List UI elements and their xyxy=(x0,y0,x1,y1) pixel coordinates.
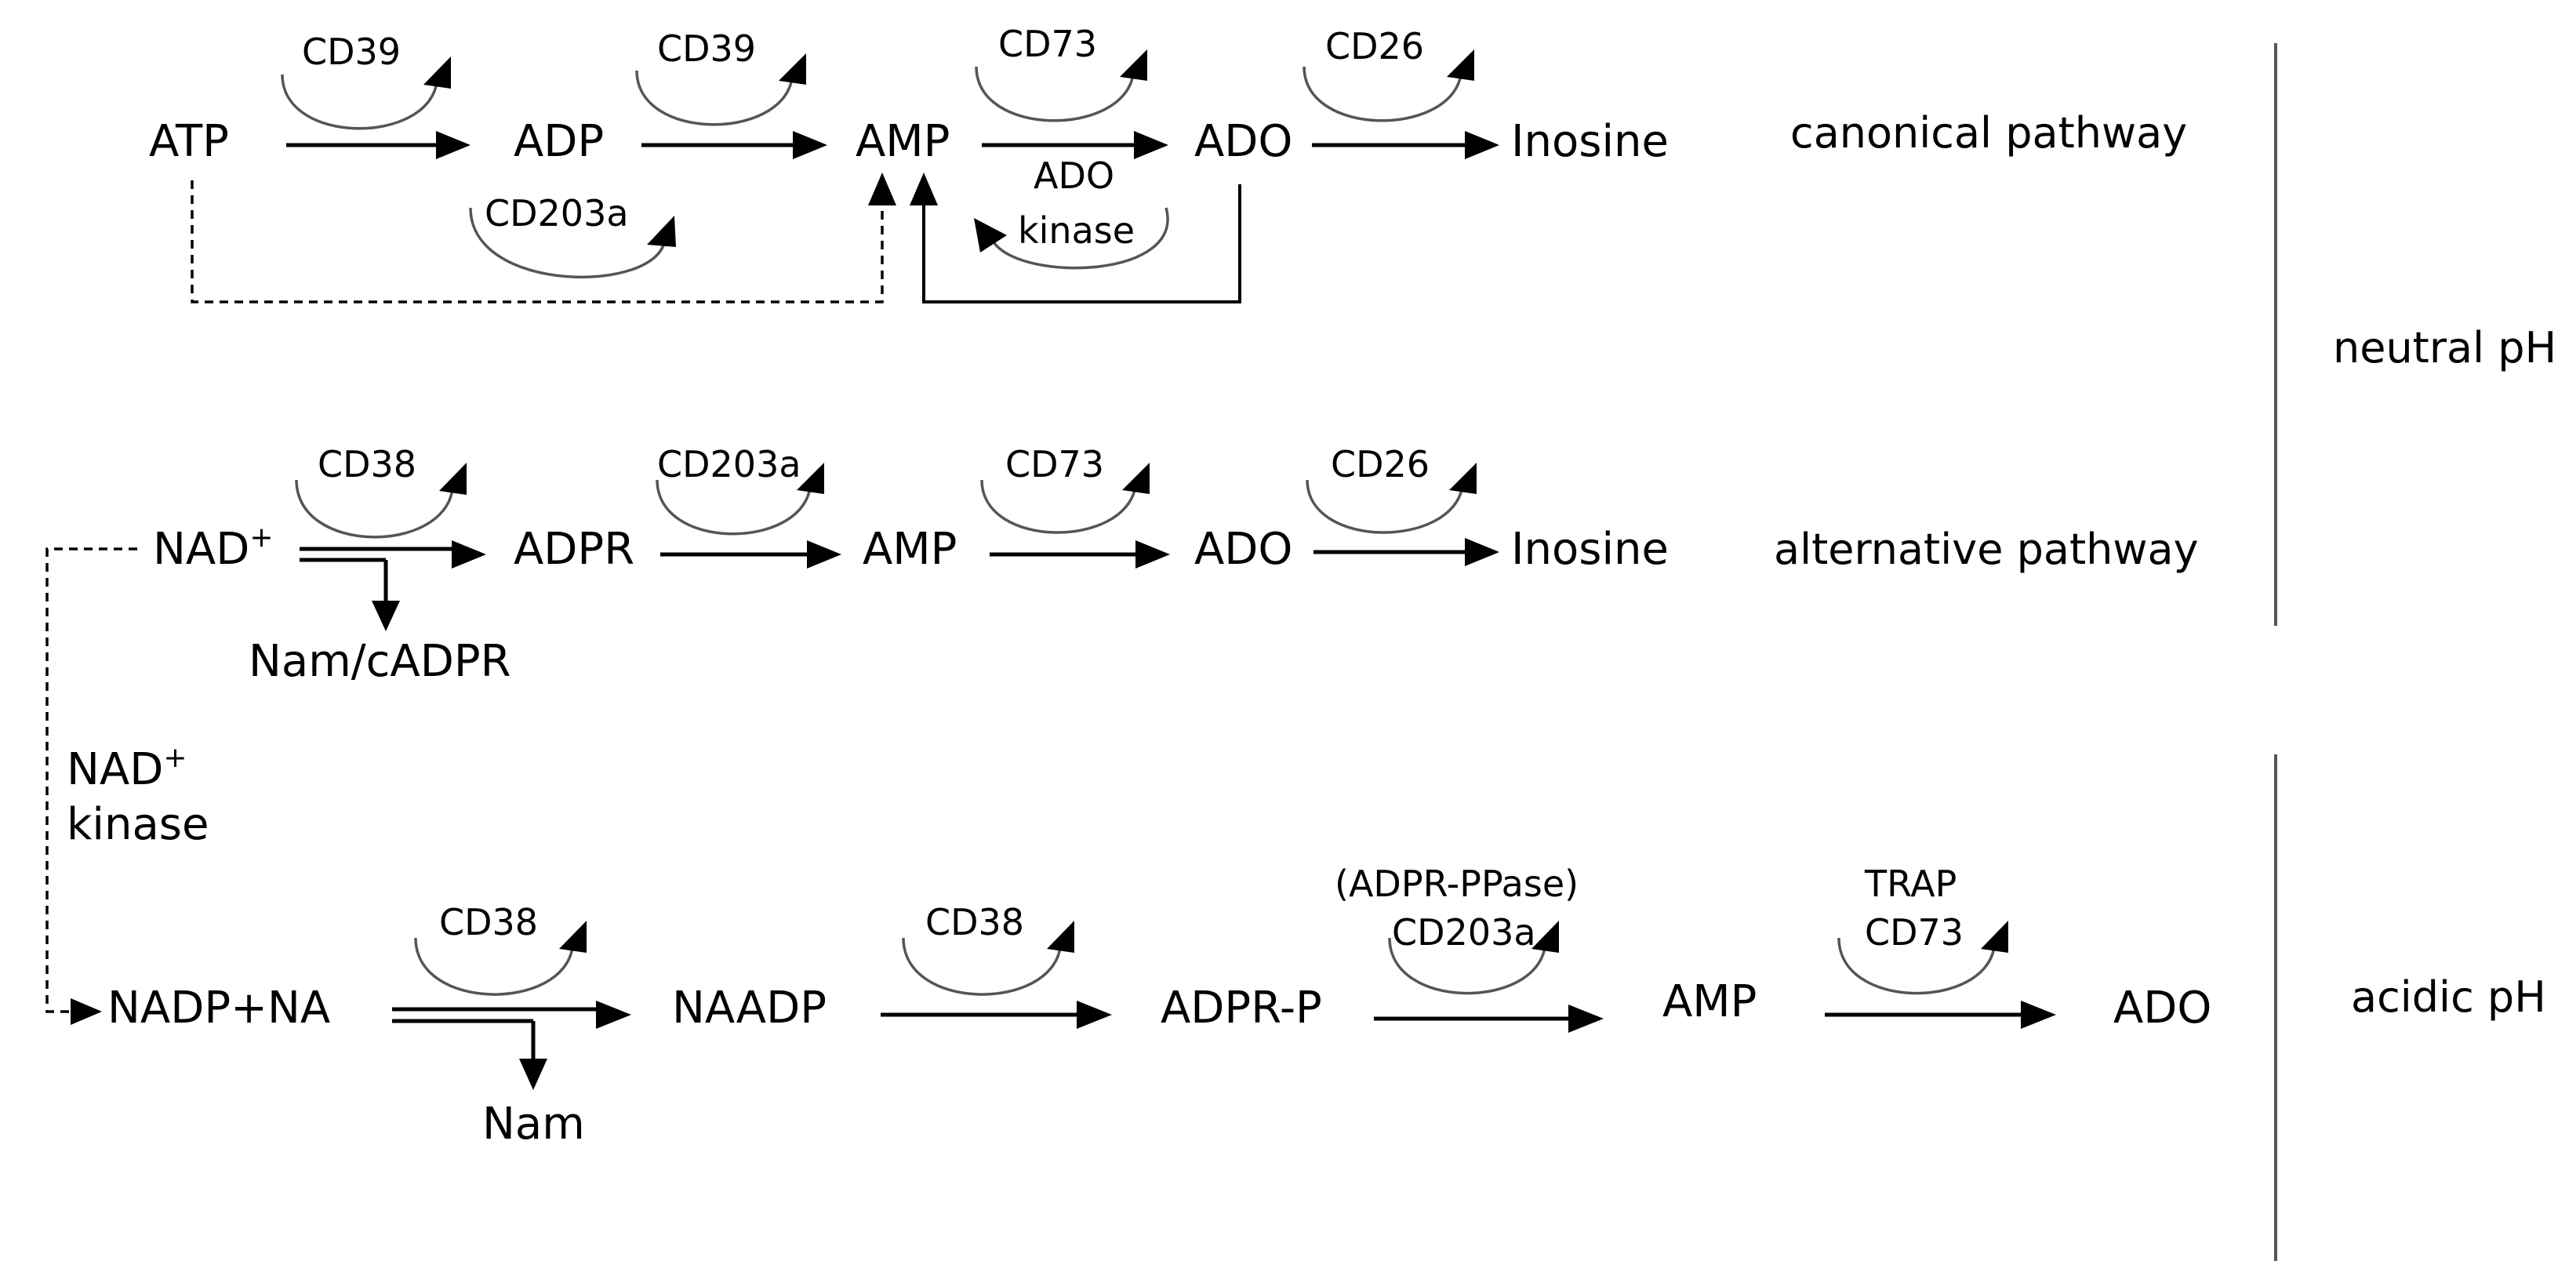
alternative-pathway-label: alternative pathway xyxy=(1774,525,2199,574)
cd26-label-2: CD26 xyxy=(1331,443,1430,485)
arrow-adpr-p-amp xyxy=(1374,1005,1604,1033)
cd73-label-1: CD73 xyxy=(998,23,1097,65)
nad-plus-node: NAD+ xyxy=(153,521,274,575)
amp-node-alternative: AMP xyxy=(863,524,957,575)
nam-node: Nam xyxy=(482,1099,585,1150)
cd26-curve-2 xyxy=(1306,463,1477,534)
arrow-adp-amp xyxy=(641,131,827,159)
arrow-amp-ado-alternative xyxy=(990,540,1170,569)
cd38-label-3: CD38 xyxy=(925,901,1024,943)
cd73-curve-2 xyxy=(980,463,1150,534)
ado-kinase-label-1: ADO xyxy=(1034,154,1114,197)
inosine-node-canonical: Inosine xyxy=(1511,116,1669,167)
trap-label: TRAP xyxy=(1864,863,1957,905)
cd203a-label-2: CD203a xyxy=(657,443,801,485)
ado-kinase-label-2: kinase xyxy=(1018,209,1135,252)
ado-node-alternative: ADO xyxy=(1194,524,1293,575)
acidic-ph-label: acidic pH xyxy=(2351,972,2546,1022)
cd38-curve-3 xyxy=(902,921,1074,996)
cd203a-label-1: CD203a xyxy=(485,192,629,234)
arrow-adpr-amp xyxy=(660,540,841,569)
arrow-nadp-naadp xyxy=(392,1001,631,1090)
cd203a-curve-1 xyxy=(469,207,676,279)
cd73-label-3: CD73 xyxy=(1865,911,1964,954)
cd38-label-2: CD38 xyxy=(439,901,538,943)
ado-to-amp-feedback-line xyxy=(910,173,1241,303)
trap-cd73-curve xyxy=(1837,921,2008,995)
cd38-curve-2 xyxy=(414,921,587,996)
cd26-label-1: CD26 xyxy=(1325,25,1424,67)
cd39-label-2: CD39 xyxy=(657,27,756,70)
cd203a-curve-2 xyxy=(656,463,824,536)
adpr-ppase-label: (ADPR-PPase) xyxy=(1335,863,1579,905)
nad-kinase-label-1: NAD+ xyxy=(67,742,187,795)
atp-to-amp-dashed-line xyxy=(191,173,896,303)
neutral-ph-label: neutral pH xyxy=(2333,323,2556,372)
nadp-na-node: NADP+NA xyxy=(107,983,330,1034)
cd38-label-1: CD38 xyxy=(318,443,416,485)
ado-node-acidic: ADO xyxy=(2113,983,2212,1034)
cd73-curve-1 xyxy=(975,49,1147,122)
cd39-label-1: CD39 xyxy=(302,31,401,73)
nad-kinase-label-2: kinase xyxy=(67,799,209,850)
canonical-pathway-label: canonical pathway xyxy=(1790,108,2187,158)
adpr-node: ADPR xyxy=(514,524,634,575)
cd26-curve-1 xyxy=(1303,49,1474,122)
cd39-curve-2 xyxy=(635,53,806,126)
adp-node: ADP xyxy=(514,116,604,167)
arrow-ado-inosine xyxy=(1312,131,1499,159)
ado-kinase-curve xyxy=(974,207,1169,270)
adpr-p-node: ADPR-P xyxy=(1161,983,1322,1034)
ado-node-canonical: ADO xyxy=(1194,116,1293,167)
arrow-nad-adpr xyxy=(300,540,486,631)
arrow-amp-ado xyxy=(982,131,1168,159)
arrow-atp-adp xyxy=(286,131,471,159)
amp-node-acidic: AMP xyxy=(1662,976,1757,1027)
arrow-amp-ado-acidic xyxy=(1825,1001,2056,1029)
cd38-curve-1 xyxy=(295,463,467,539)
cd203a-curve-3 xyxy=(1388,921,1559,995)
cd73-label-2: CD73 xyxy=(1005,443,1104,485)
cd39-curve-1 xyxy=(281,56,451,130)
naadp-node: NAADP xyxy=(672,983,827,1034)
inosine-node-alternative: Inosine xyxy=(1511,524,1669,575)
nam-cadpr-node: Nam/cADPR xyxy=(249,636,511,687)
amp-node-canonical: AMP xyxy=(856,116,950,167)
arrow-ado-inosine-alternative xyxy=(1313,538,1499,566)
arrow-naadp-adpr-p xyxy=(881,1001,1112,1029)
cd203a-label-3: CD203a xyxy=(1392,911,1536,954)
nad-to-nadp-dashed-line xyxy=(45,547,137,1025)
atp-node: ATP xyxy=(149,116,229,167)
